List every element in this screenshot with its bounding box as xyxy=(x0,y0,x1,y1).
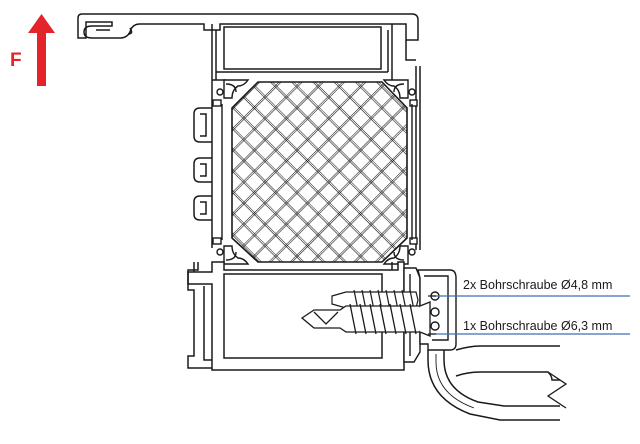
drill-screw-upper xyxy=(331,289,419,311)
curved-bracket xyxy=(427,345,568,421)
leader-lines xyxy=(428,295,630,335)
insulation-core xyxy=(221,81,413,263)
annotation-screw-4-8: 2x Bohrschraube Ø4,8 mm xyxy=(463,278,612,292)
profile-body xyxy=(193,24,421,250)
corner-clips xyxy=(212,79,418,265)
force-arrow xyxy=(28,14,55,86)
top-flange xyxy=(77,13,419,41)
force-label: F xyxy=(10,50,22,71)
annotation-screw-6-3: 1x Bohrschraube Ø6,3 mm xyxy=(463,319,612,333)
upper-chamber xyxy=(223,26,382,70)
drill-screw-lower xyxy=(300,301,431,337)
